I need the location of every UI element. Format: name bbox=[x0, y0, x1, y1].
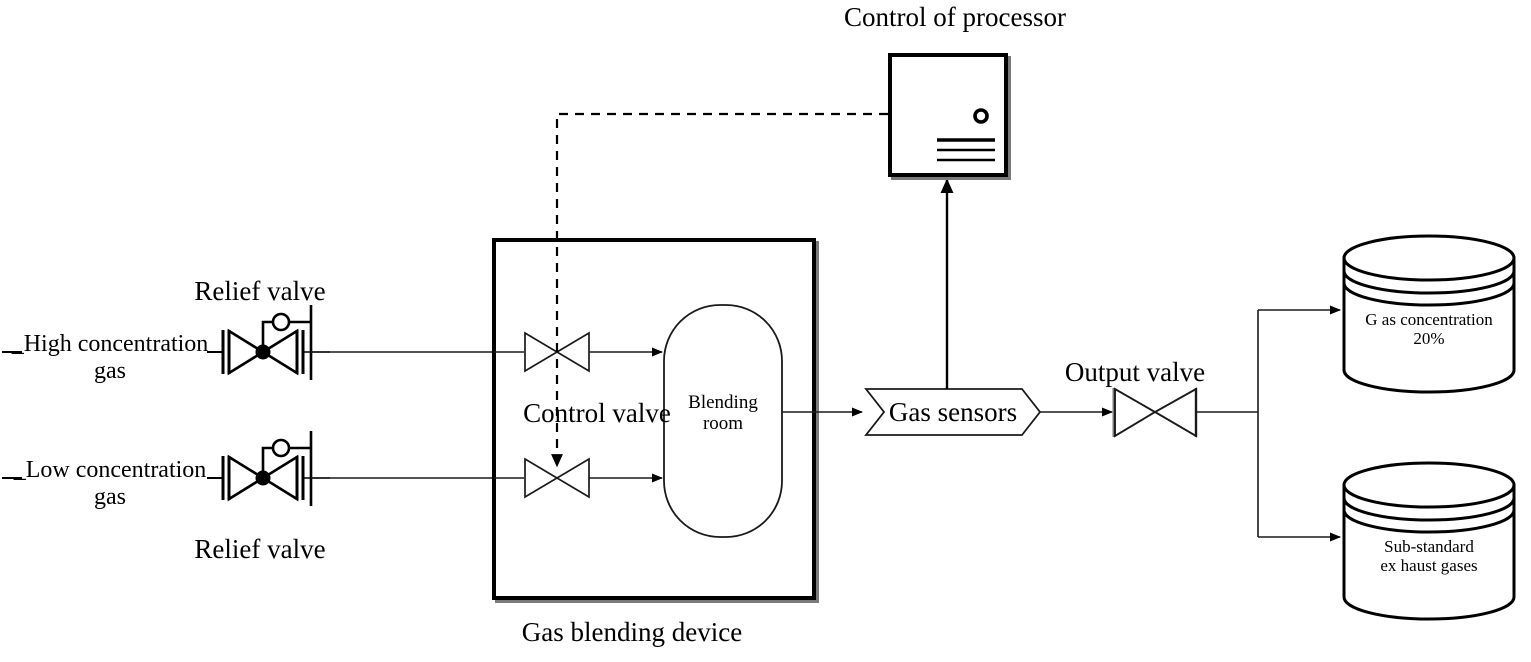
relief-valve-high-symbol[interactable] bbox=[207, 305, 330, 380]
status-light-icon bbox=[973, 108, 989, 124]
page-title: Control of processor bbox=[844, 2, 1066, 32]
blending-room-label: Blending room bbox=[688, 392, 758, 435]
control-valve-high-symbol[interactable] bbox=[494, 331, 664, 373]
output-valve-symbol[interactable] bbox=[1112, 387, 1198, 438]
control-valve-label: Control valve bbox=[523, 398, 671, 428]
output-branch-lines bbox=[1196, 305, 1342, 542]
processor-display-lines bbox=[937, 138, 995, 162]
gas-concentration-tank-label: G as concentration 20% bbox=[1365, 310, 1493, 349]
control-signal-dashed-line bbox=[551, 112, 888, 468]
blending-room-vessel bbox=[663, 304, 783, 538]
control-valve-low-symbol[interactable] bbox=[494, 457, 664, 499]
high-concentration-gas-label: _High concentration gas bbox=[11, 331, 209, 384]
substandard-exhaust-tank-label: Sub-standard ex haust gases bbox=[1380, 537, 1478, 576]
low-concentration-gas-label: _Low concentration gas bbox=[13, 457, 207, 510]
control-processor-box bbox=[888, 53, 1011, 180]
diagram-caption: Gas blending device bbox=[521, 617, 743, 647]
gas-concentration-tank-shape bbox=[1342, 234, 1516, 394]
gas-sensors-label: Gas sensors bbox=[888, 397, 1018, 427]
substandard-exhaust-tank-shape bbox=[1342, 461, 1516, 621]
relief-valve-low-symbol[interactable] bbox=[207, 431, 330, 506]
gas-sensors-shape[interactable] bbox=[864, 388, 1042, 436]
output-valve-label: Output valve bbox=[1064, 357, 1206, 387]
relief-valve-bottom-label: Relief valve bbox=[194, 534, 326, 564]
relief-valve-top-label: Relief valve bbox=[194, 276, 326, 306]
